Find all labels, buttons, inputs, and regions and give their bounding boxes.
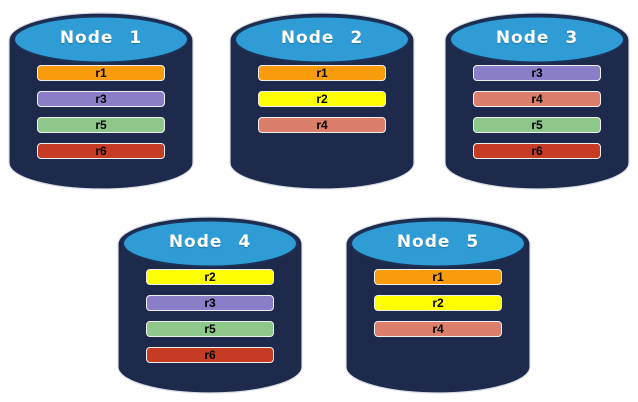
replica-bar: r1 xyxy=(37,65,165,81)
replica-bar: r6 xyxy=(473,143,601,159)
replica-bar: r3 xyxy=(37,91,165,107)
replica-bar: r6 xyxy=(37,143,165,159)
replica-list: r1 r3 r5 r6 xyxy=(8,65,194,159)
node-title: Node 3 xyxy=(495,28,579,48)
node-1-cylinder: Node 1 r1 r3 r5 r6 xyxy=(8,8,194,190)
replica-list: r2 r3 r5 r6 xyxy=(117,269,303,363)
replica-bar: r2 xyxy=(258,91,386,107)
node-title: Node 4 xyxy=(168,232,252,252)
node-4-cylinder: Node 4 r2 r3 r5 r6 xyxy=(117,212,303,394)
replica-bar: r1 xyxy=(258,65,386,81)
replica-bar: r1 xyxy=(374,269,502,285)
replica-list: r1 r2 r4 xyxy=(345,269,531,337)
replica-bar: r2 xyxy=(146,269,274,285)
replica-bar: r4 xyxy=(473,91,601,107)
replica-bar: r5 xyxy=(146,321,274,337)
replica-list: r1 r2 r4 xyxy=(229,65,415,133)
node-3-cylinder: Node 3 r3 r4 r5 r6 xyxy=(444,8,630,190)
replica-list: r3 r4 r5 r6 xyxy=(444,65,630,159)
node-title: Node 1 xyxy=(59,28,143,48)
replica-bar: r5 xyxy=(37,117,165,133)
node-2-cylinder: Node 2 r1 r2 r4 xyxy=(229,8,415,190)
replica-bar: r2 xyxy=(374,295,502,311)
node-5-cylinder: Node 5 r1 r2 r4 xyxy=(345,212,531,394)
replica-bar: r3 xyxy=(473,65,601,81)
replica-bar: r4 xyxy=(258,117,386,133)
node-title: Node 2 xyxy=(280,28,364,48)
replica-bar: r6 xyxy=(146,347,274,363)
replica-bar: r3 xyxy=(146,295,274,311)
node-title: Node 5 xyxy=(396,232,480,252)
replica-bar: r4 xyxy=(374,321,502,337)
replica-bar: r5 xyxy=(473,117,601,133)
